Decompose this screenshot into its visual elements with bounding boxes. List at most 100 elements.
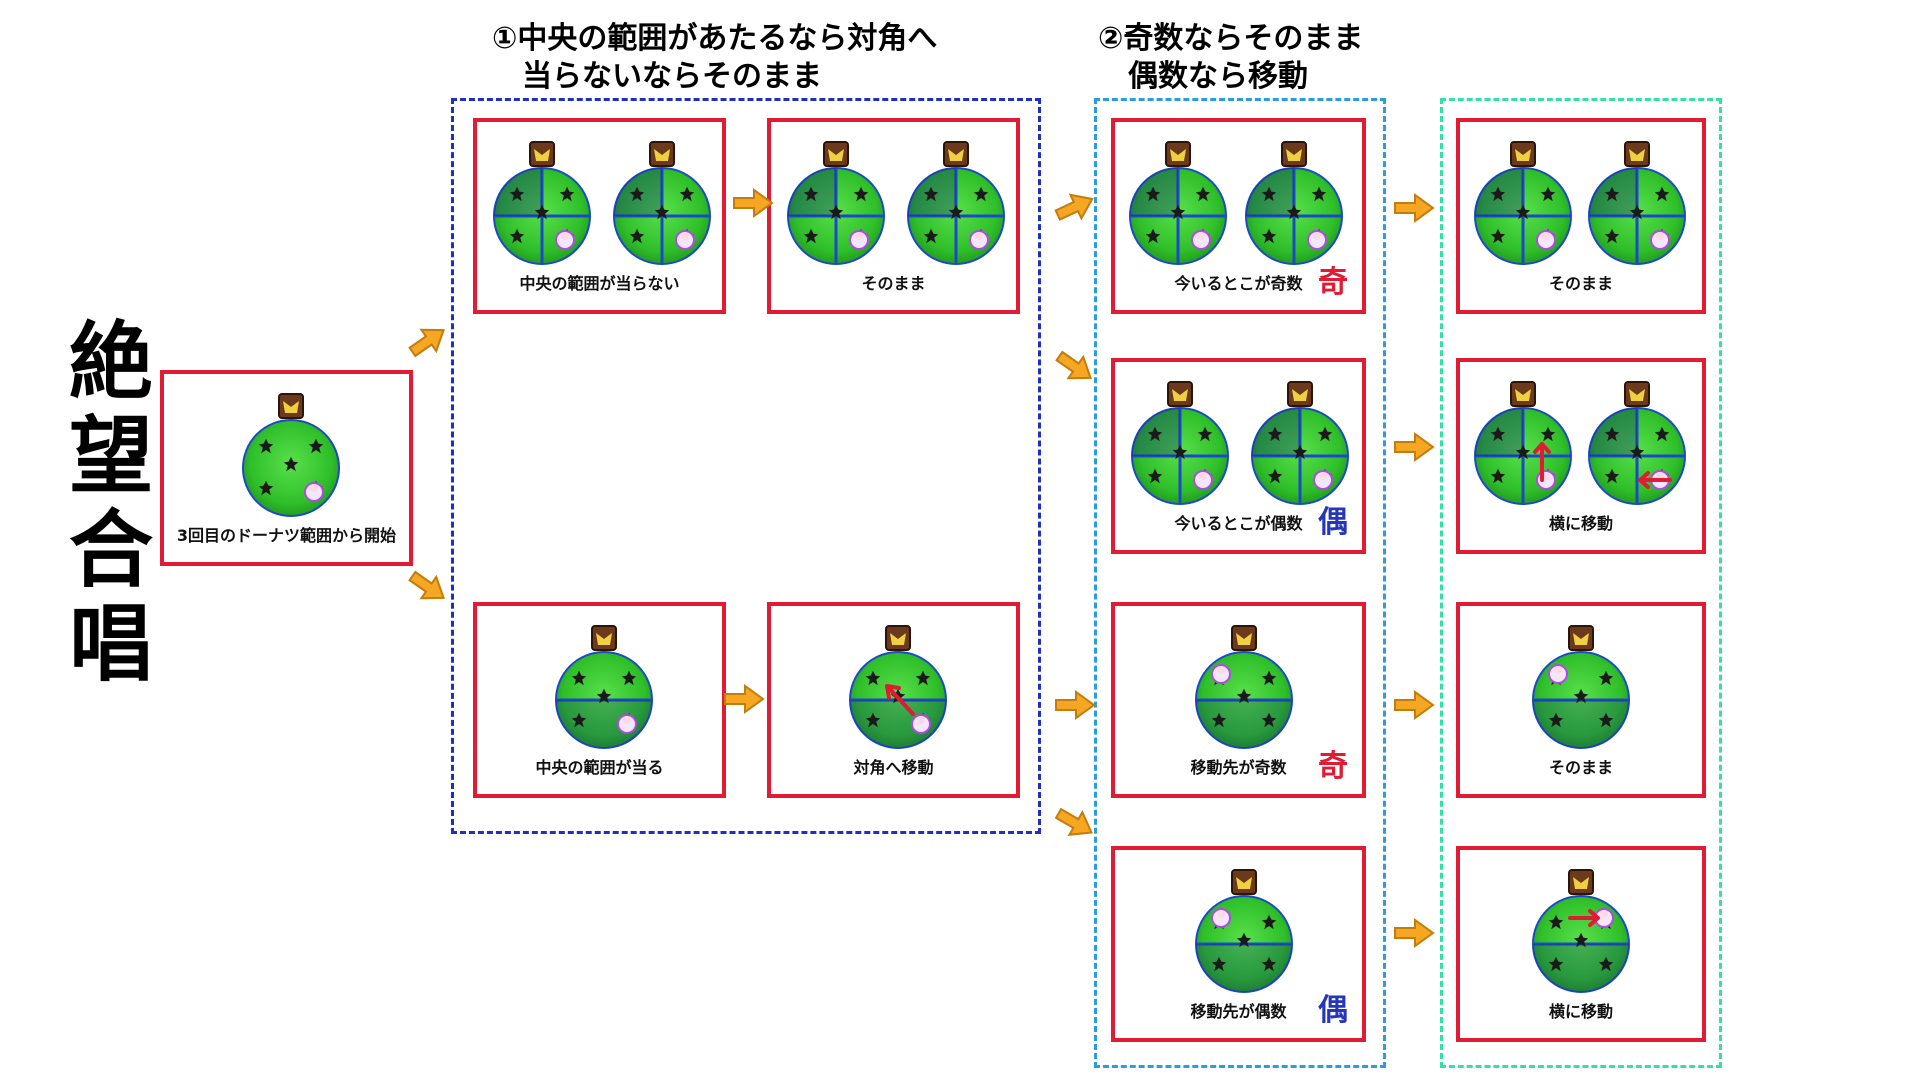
arena-circle-icon [1243,140,1345,272]
result-group [1440,98,1722,1068]
orange-flow-arrow-icon [1393,432,1435,462]
player-character-icon [1536,230,1556,250]
boss-crown-mark [654,149,670,161]
arena-circle-icon [905,140,1007,272]
caption-side-move-a: 横に移動 [1548,514,1613,533]
player-character-icon [1650,230,1670,250]
boss-marker-icon [1510,381,1536,407]
caption-center-hit: 中央の範囲が当る [535,758,664,777]
arena-circle-icon [240,392,342,524]
arena-circle-icon [1586,140,1688,272]
boss-crown-mark [1170,149,1186,161]
orange-flow-arrow-icon [402,563,454,612]
panel-stay-a: そのまま [767,118,1020,314]
panel-stay-c: そのまま [1456,602,1706,798]
boss-crown-mark [1573,633,1589,645]
boss-crown-mark [1236,633,1252,645]
caption-start: 3回目のドーナツ範囲から開始 [176,526,397,545]
arena-circle-icon [1127,140,1229,272]
panel-stay-b: そのまま [1456,118,1706,314]
boss-marker-icon [1568,625,1594,651]
odd-tag: 奇 [1318,749,1348,784]
arena-circle-icon [1249,380,1351,512]
panel-now-odd: 今いるとこが奇数 奇 [1111,118,1366,314]
arena-circle-icon [1530,868,1632,1000]
red-move-arrow-icon [1533,442,1551,482]
even-tag: 偶 [1318,993,1348,1028]
boss-crown-mark [828,149,844,161]
boss-marker-icon [591,625,617,651]
arena-circle-icon [1472,140,1574,272]
arena-circle-icon [1586,380,1688,512]
player-character-icon [1211,664,1231,684]
arena-circle-icon [1129,380,1231,512]
half-shade [1196,944,1292,992]
caption-stay-b: そのまま [1548,274,1613,293]
orange-flow-arrow-icon [1050,185,1101,230]
player-character-icon [1313,470,1333,490]
panel-side-move-a: 横に移動 [1456,358,1706,554]
panel-center-miss: 中央の範囲が当らない [473,118,726,314]
half-shade [1196,700,1292,748]
caption-center-miss: 中央の範囲が当らない [519,274,680,293]
half-shade [1533,700,1629,748]
caption-dest-odd: 移動先が奇数 [1190,758,1287,777]
boss-crown-mark [283,401,299,413]
boss-marker-icon [278,393,304,419]
boss-marker-icon [885,625,911,651]
odd-tag: 奇 [1318,265,1348,300]
player-character-icon [1191,230,1211,250]
boss-marker-icon [823,141,849,167]
player-character-icon [1548,664,1568,684]
boss-crown-mark [1172,389,1188,401]
panel-center-hit: 中央の範囲が当る [473,602,726,798]
player-character-icon [1307,230,1327,250]
orange-flow-arrow-icon [1393,193,1435,223]
orange-flow-arrow-icon [723,684,765,714]
step1-group [451,98,1041,834]
panel-move-diag: 対角へ移動 [767,602,1020,798]
half-shade [850,700,946,748]
boss-crown-mark [1236,877,1252,889]
boss-crown-mark [1629,149,1645,161]
step1-header: ①中央の範囲があたるなら対角へ 当らないならそのまま [492,21,938,94]
boss-marker-icon [1167,381,1193,407]
boss-marker-icon [1231,869,1257,895]
panel-now-even: 今いるとこが偶数 偶 [1111,358,1366,554]
boss-crown-mark [1573,877,1589,889]
boss-crown-mark [1515,149,1531,161]
arena-circle-icon [785,140,887,272]
boss-crown-mark [1629,389,1645,401]
player-character-icon [1211,908,1231,928]
arena-circle-icon [1472,380,1574,512]
boss-marker-icon [1510,141,1536,167]
boss-crown-mark [1515,389,1531,401]
player-character-icon [1193,470,1213,490]
even-tag: 偶 [1318,505,1348,540]
step2-group [1094,98,1386,1068]
boss-marker-icon [1568,869,1594,895]
title-char: 望 [68,407,153,505]
orange-flow-arrow-icon [402,317,454,366]
player-character-icon [675,230,695,250]
panel-dest-odd: 移動先が奇数 奇 [1111,602,1366,798]
orange-flow-arrow-icon [732,188,774,218]
half-shade [1533,944,1629,992]
orange-flow-arrow-icon [1393,690,1435,720]
arena-circle-icon [553,624,655,756]
boss-marker-icon [1281,141,1307,167]
orange-flow-arrow-icon [1049,800,1100,847]
arena-circle-icon [491,140,593,272]
boss-marker-icon [529,141,555,167]
boss-crown-mark [596,633,612,645]
boss-crown-mark [534,149,550,161]
caption-move-diag: 対角へ移動 [853,758,934,777]
red-move-arrow-icon [1568,909,1600,927]
red-move-arrow-icon [1638,471,1672,489]
boss-marker-icon [943,141,969,167]
boss-crown-mark [1286,149,1302,161]
caption-stay-a: そのまま [861,274,926,293]
caption-dest-even: 移動先が偶数 [1190,1002,1287,1021]
caption-side-move-b: 横に移動 [1548,1002,1613,1021]
title-char: 唱 [68,595,153,693]
